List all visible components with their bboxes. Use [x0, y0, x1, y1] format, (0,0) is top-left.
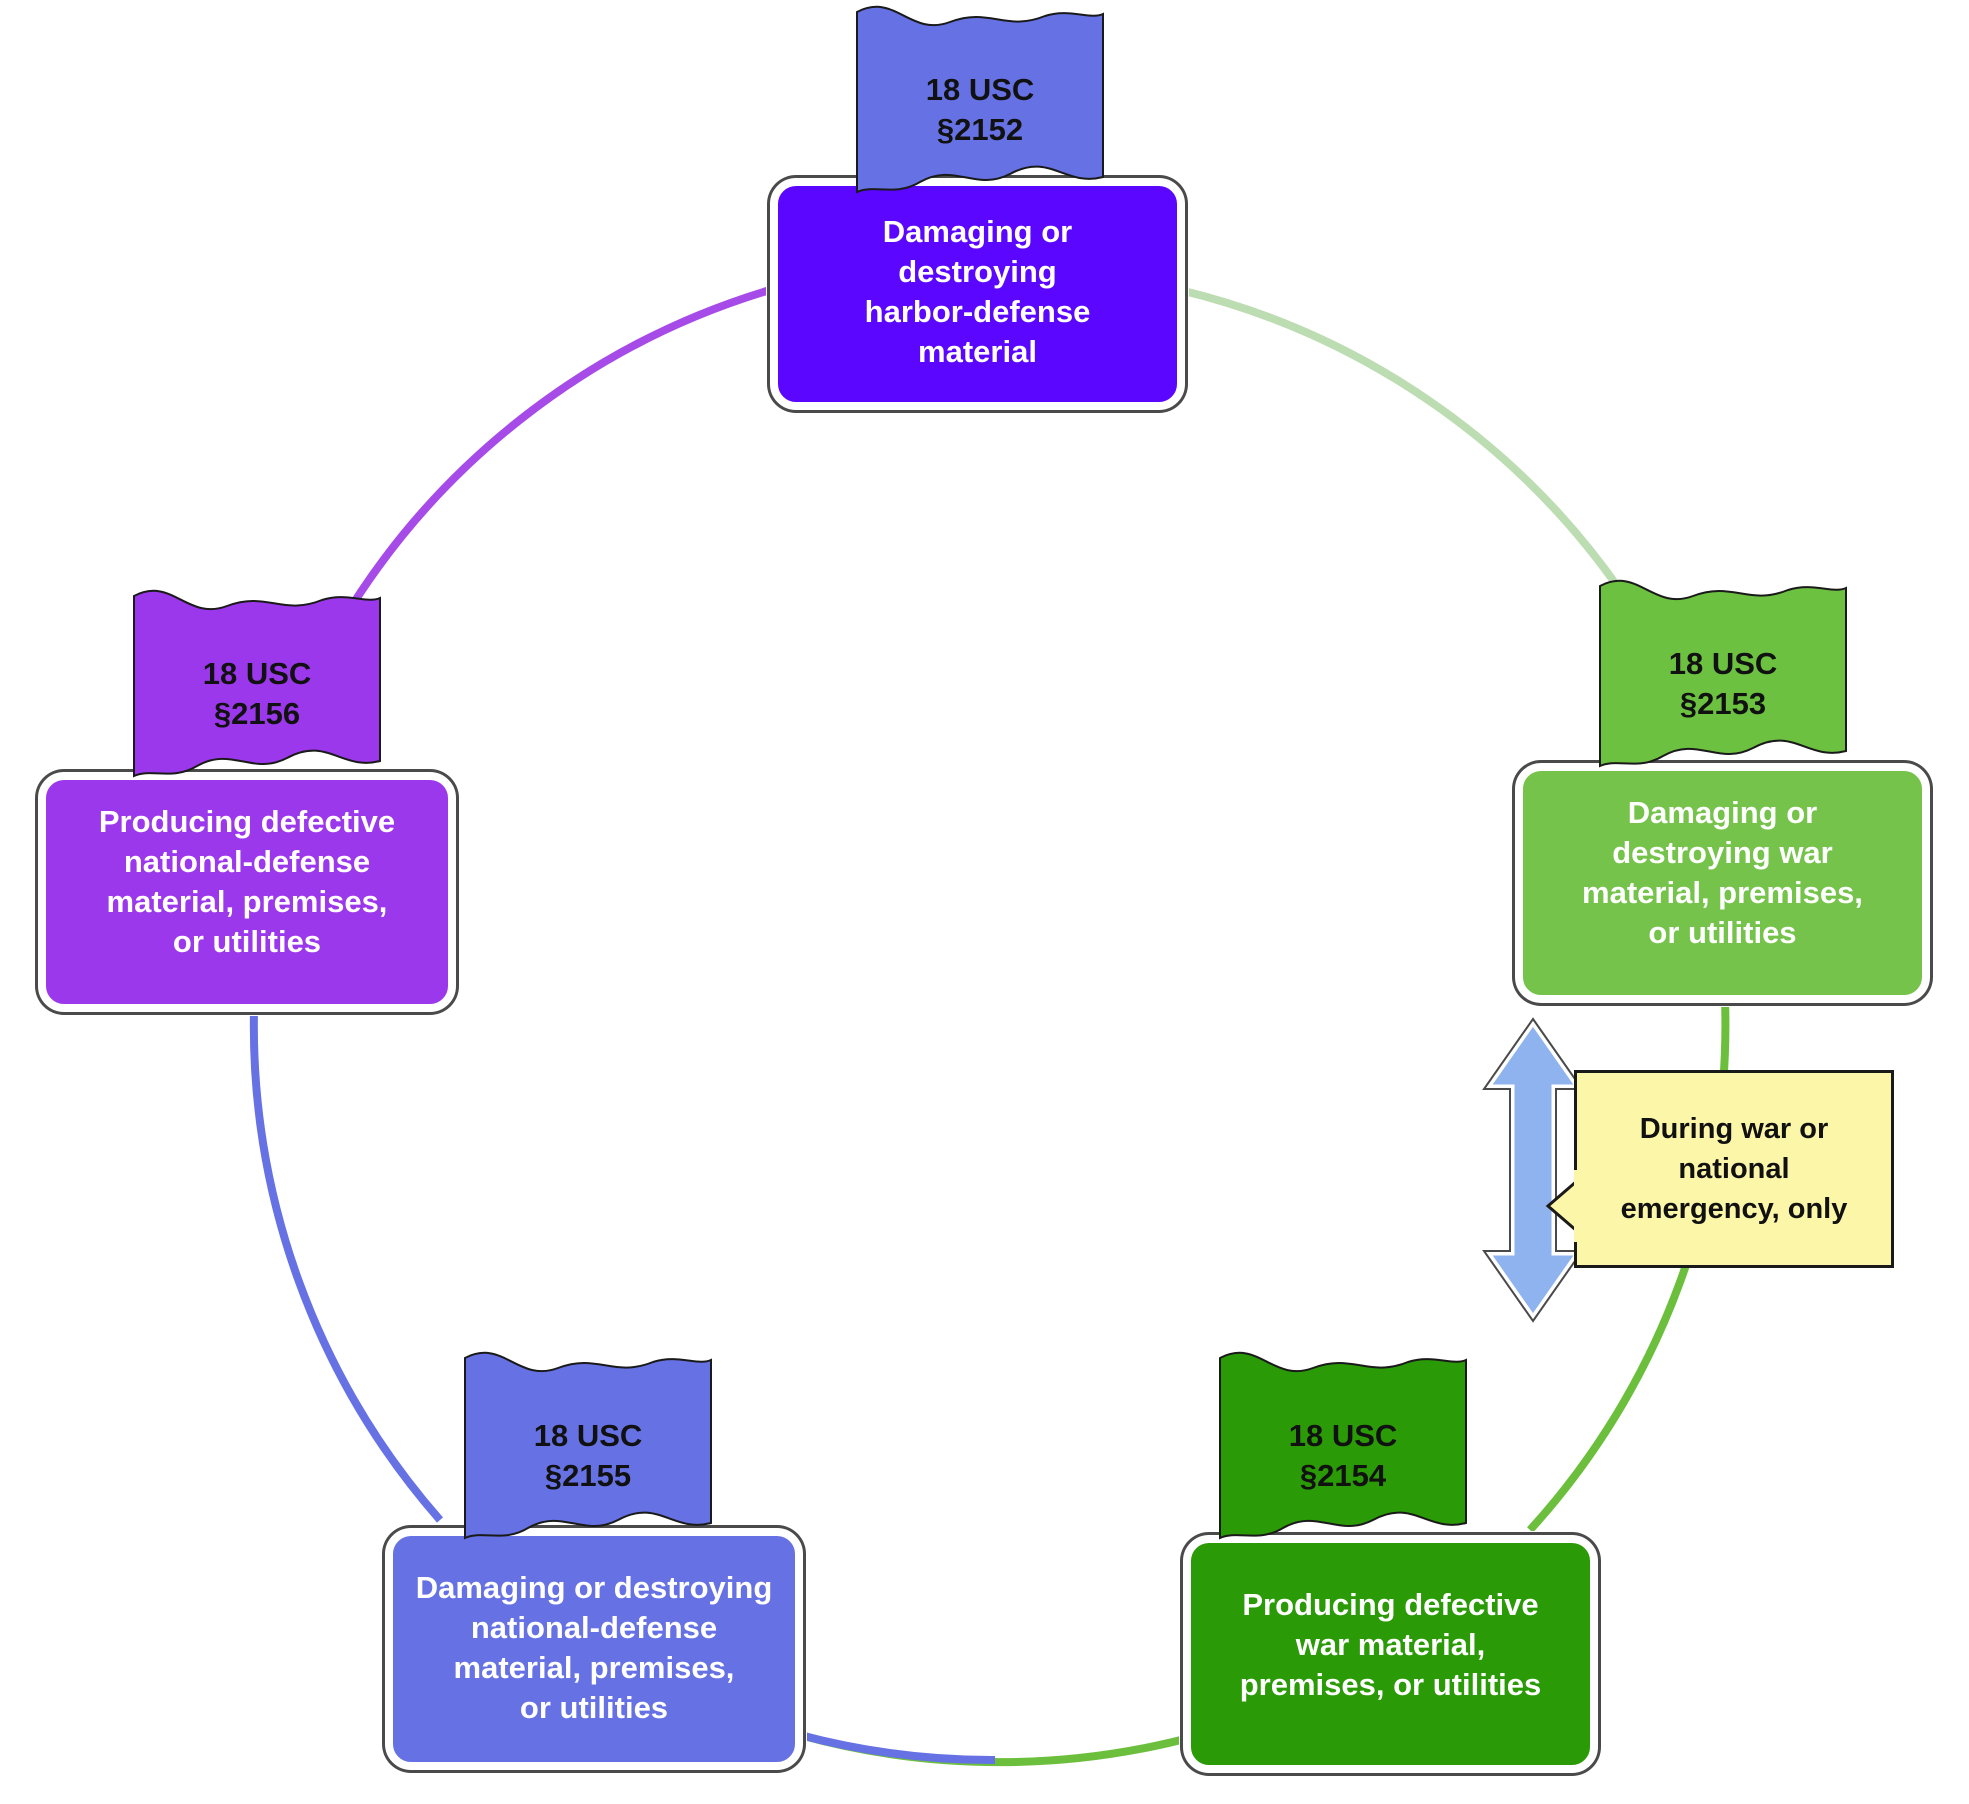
callout-pointer-joint: [1574, 1170, 1580, 1242]
statute-description-2154: Producing defective war material, premis…: [1239, 1587, 1542, 1702]
double-headed-arrow-icon: [1478, 1015, 1588, 1325]
statute-flag-2153: 18 USC §2153: [1598, 579, 1848, 776]
statute-description-2156: Producing defective national-defense mat…: [98, 804, 396, 959]
statute-flag-label-2152: 18 USC §2152: [925, 72, 1035, 147]
statute-flag-label-2155: 18 USC §2155: [533, 1418, 643, 1493]
statute-box-2155: Damaging or destroying national-defense …: [385, 1528, 803, 1770]
statute-flag-label-2156: 18 USC §2156: [202, 656, 312, 731]
callout-text: During war or national emergency, only: [1620, 1113, 1848, 1225]
statute-description-2153: Damaging or destroying war material, pre…: [1582, 795, 1863, 950]
statute-box-2154: Producing defective war material, premis…: [1183, 1535, 1598, 1773]
statute-flag-2156: 18 USC §2156: [132, 589, 382, 786]
ring-segment-2155-2156: [249, 1009, 444, 1523]
statute-box-2153: Damaging or destroying war material, pre…: [1515, 763, 1930, 1003]
statute-flag-label-2154: 18 USC §2154: [1288, 1418, 1398, 1493]
statute-box-2152: Damaging or destroying harbor-defense ma…: [770, 178, 1185, 410]
statute-description-2152: Damaging or destroying harbor-defense ma…: [864, 214, 1091, 369]
statute-flag-label-2153: 18 USC §2153: [1668, 646, 1778, 721]
statute-flag-2154: 18 USC §2154: [1218, 1351, 1468, 1548]
statute-flag-2152: 18 USC §2152: [855, 5, 1105, 202]
ring-segment-2152-2153: [1179, 286, 1624, 593]
statute-description-2155: Damaging or destroying national-defense …: [415, 1570, 773, 1725]
statute-box-2156: Producing defective national-defense mat…: [38, 772, 456, 1012]
ring-segment-2156-2152: [336, 286, 772, 628]
ring-segment-2155-periwinkle: [798, 1731, 996, 1765]
statute-flag-2155: 18 USC §2155: [463, 1351, 713, 1548]
war-emergency-callout: During war or national emergency, only: [1574, 1070, 1894, 1268]
